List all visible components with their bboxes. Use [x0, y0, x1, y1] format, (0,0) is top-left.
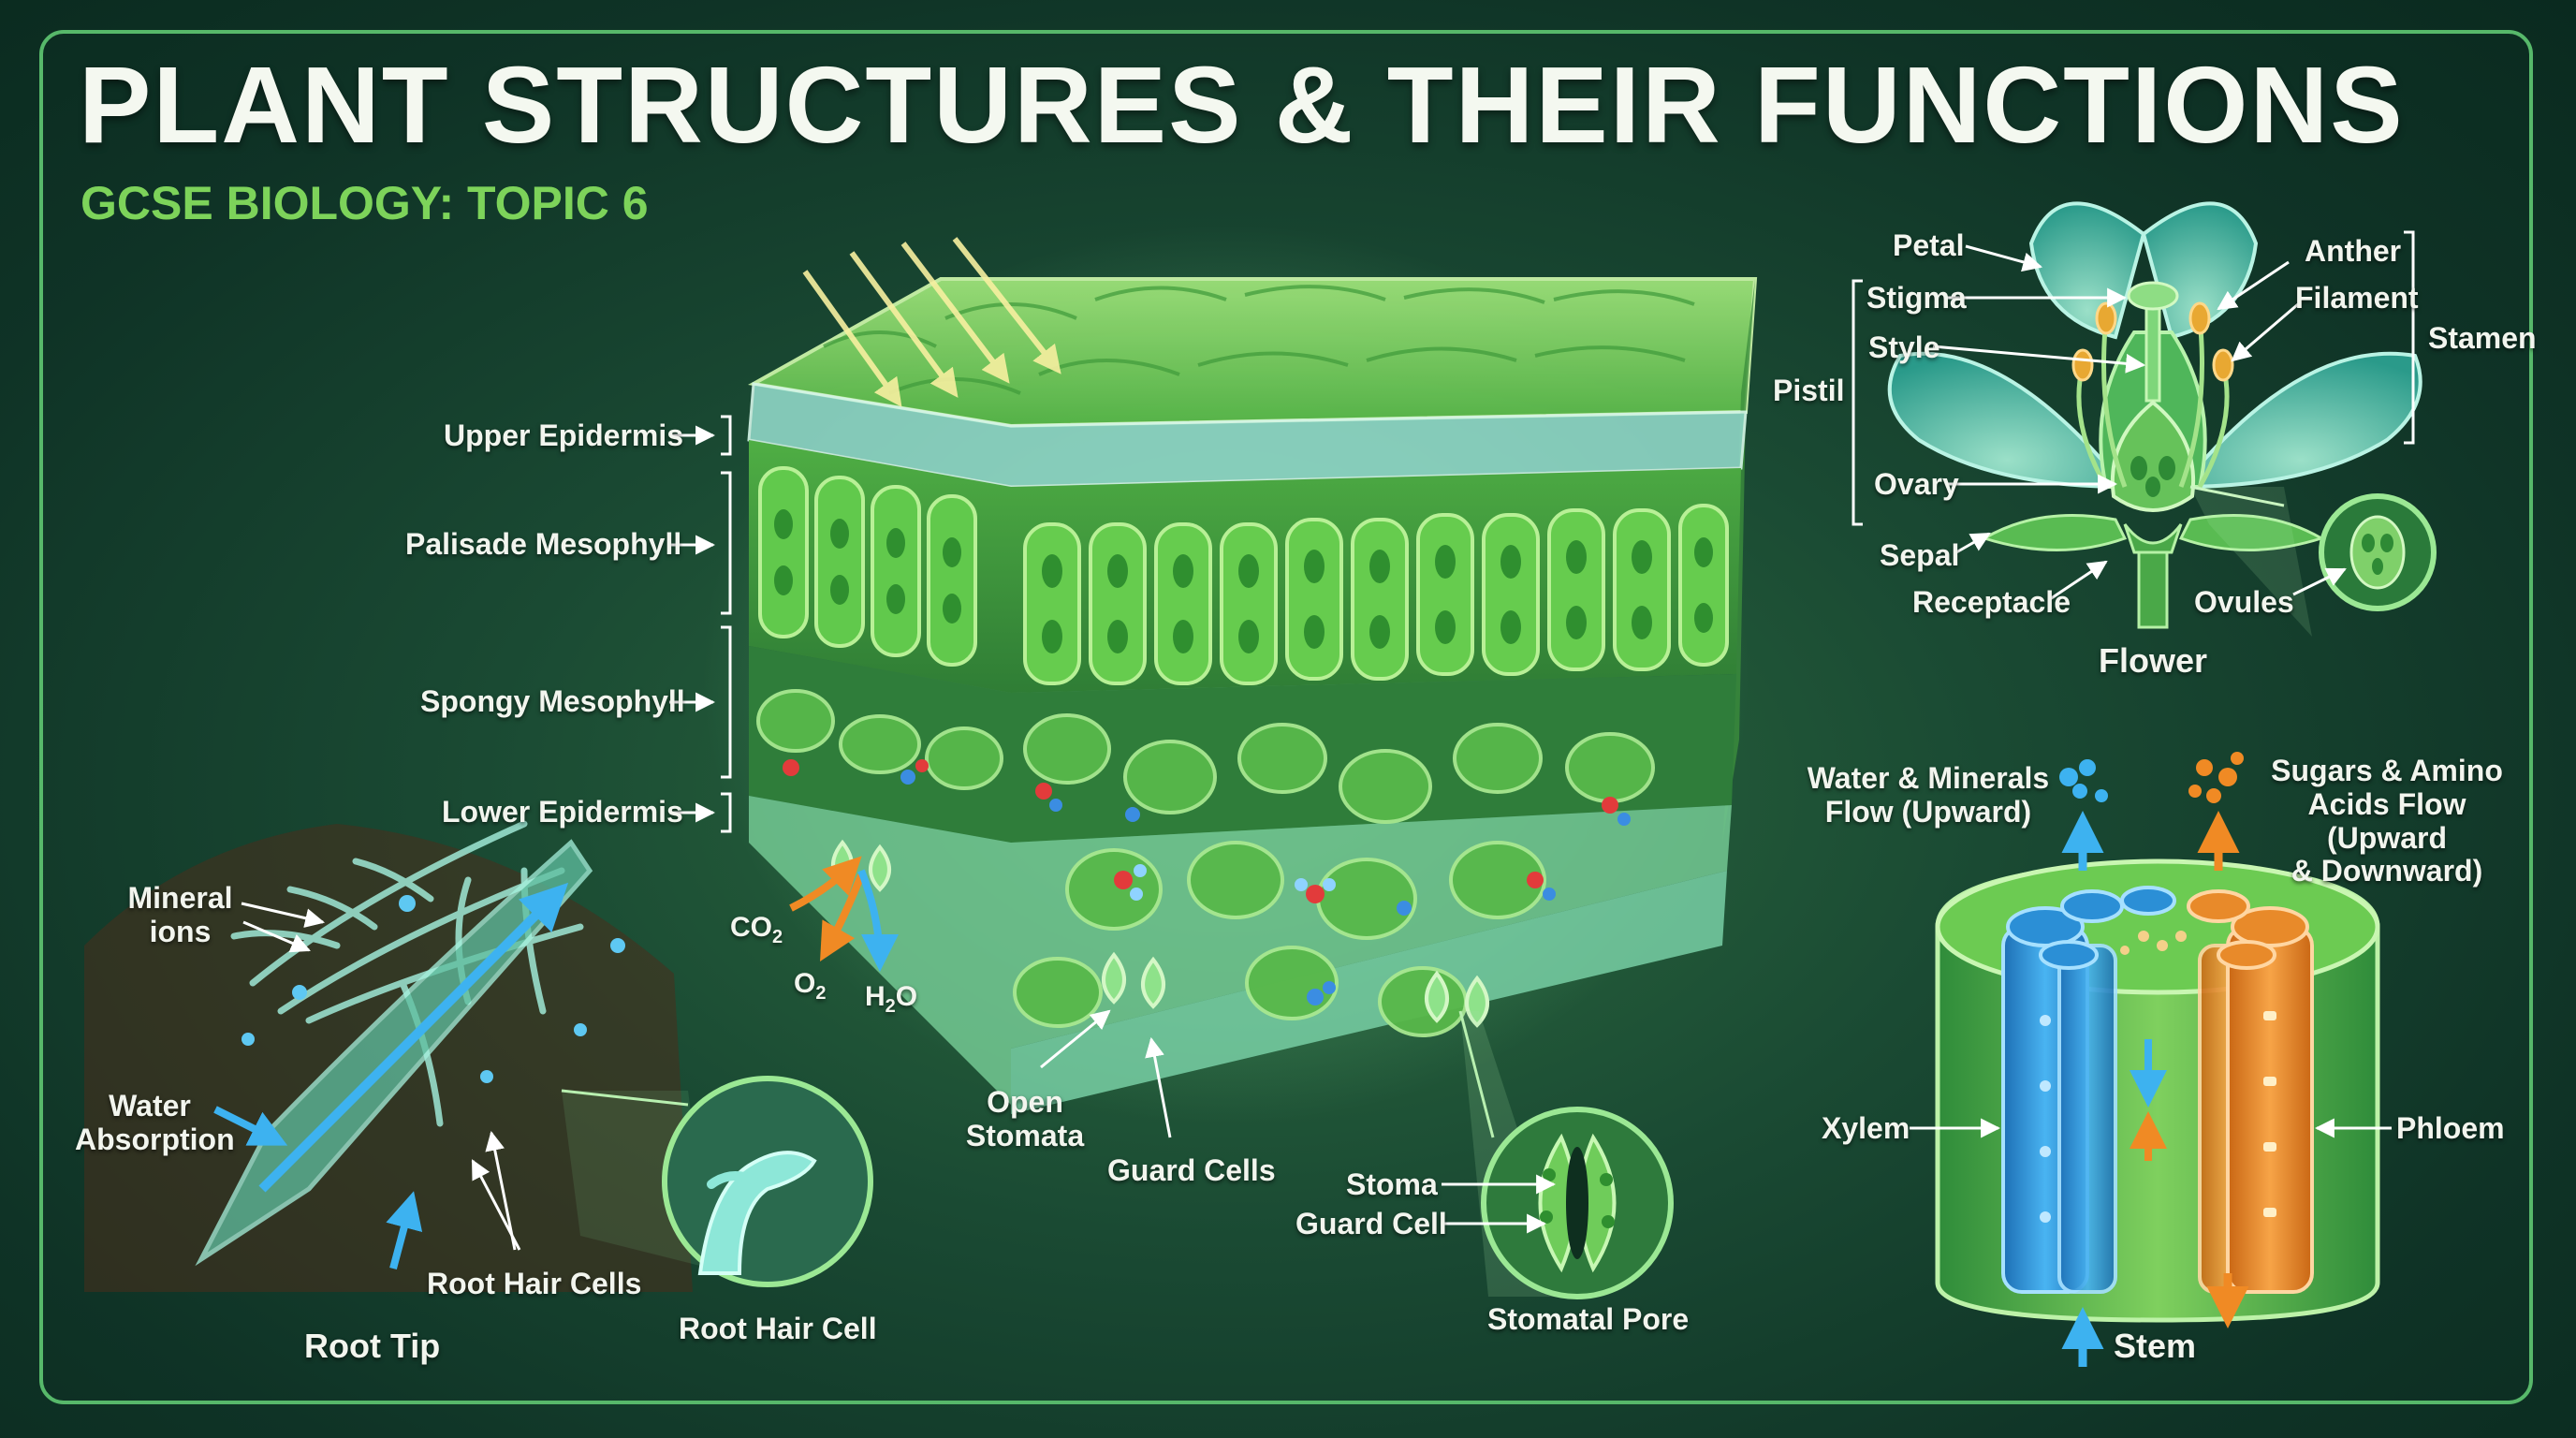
label-guard-cells: Guard Cells — [1107, 1153, 1276, 1187]
page-title: PLANT STRUCTURES & THEIR FUNCTIONS — [79, 44, 2405, 166]
leaf-cross-section — [702, 225, 1758, 1123]
label-root-hair-cell: Root Hair Cell — [679, 1312, 877, 1345]
label-water-absorption: Water Absorption — [75, 1089, 235, 1156]
label-style: Style — [1868, 330, 1940, 364]
label-stamen: Stamen — [2428, 321, 2537, 355]
label-stoma: Stoma — [1346, 1167, 1438, 1201]
label-spongy-mesophyll: Spongy Mesophyll — [420, 684, 685, 718]
label-stigma: Stigma — [1866, 281, 1967, 315]
label-mineral-ions: Mineral ions — [127, 881, 233, 948]
label-lower-epidermis: Lower Epidermis — [442, 795, 683, 829]
label-ovules: Ovules — [2194, 585, 2294, 619]
label-phloem: Phloem — [2396, 1111, 2505, 1145]
label-root-hair-cells: Root Hair Cells — [427, 1267, 642, 1300]
label-pistil: Pistil — [1773, 374, 1845, 407]
stomatal-pore-inset — [1442, 1010, 1674, 1299]
label-ovary: Ovary — [1874, 467, 1959, 501]
label-sugars-amino-flow: Sugars & Amino Acids Flow (Upward & Down… — [2271, 754, 2503, 888]
label-flower: Flower — [2099, 641, 2208, 680]
label-root-tip: Root Tip — [304, 1327, 441, 1365]
label-xylem: Xylem — [1822, 1111, 1910, 1145]
label-sepal: Sepal — [1880, 538, 1960, 572]
page-subtitle: GCSE BIOLOGY: TOPIC 6 — [80, 177, 649, 229]
root-illustration — [84, 820, 873, 1292]
label-filament: Filament — [2295, 281, 2419, 315]
label-upper-epidermis: Upper Epidermis — [444, 418, 684, 452]
border-frame — [39, 30, 2533, 1404]
label-stomatal-pore: Stomatal Pore — [1487, 1302, 1690, 1336]
label-h2o: H2O — [865, 981, 918, 1017]
leaf-layer-pointers — [669, 415, 1172, 1138]
label-o2: O2 — [794, 968, 827, 1004]
stem-illustration — [1910, 752, 2392, 1367]
label-receptacle: Receptacle — [1912, 585, 2071, 619]
label-co2: CO2 — [730, 912, 783, 947]
label-petal: Petal — [1893, 228, 1965, 262]
label-anther: Anther — [2305, 234, 2402, 268]
label-open-stomata: Open Stomata — [965, 1085, 1085, 1152]
label-water-minerals-flow: Water & Minerals Flow (Upward) — [1807, 761, 2050, 829]
flower-illustration — [1852, 201, 2437, 637]
label-palisade-mesophyll: Palisade Mesophyll — [405, 527, 682, 561]
label-stem: Stem — [2114, 1327, 2197, 1365]
label-guard-cell: Guard Cell — [1295, 1207, 1447, 1240]
